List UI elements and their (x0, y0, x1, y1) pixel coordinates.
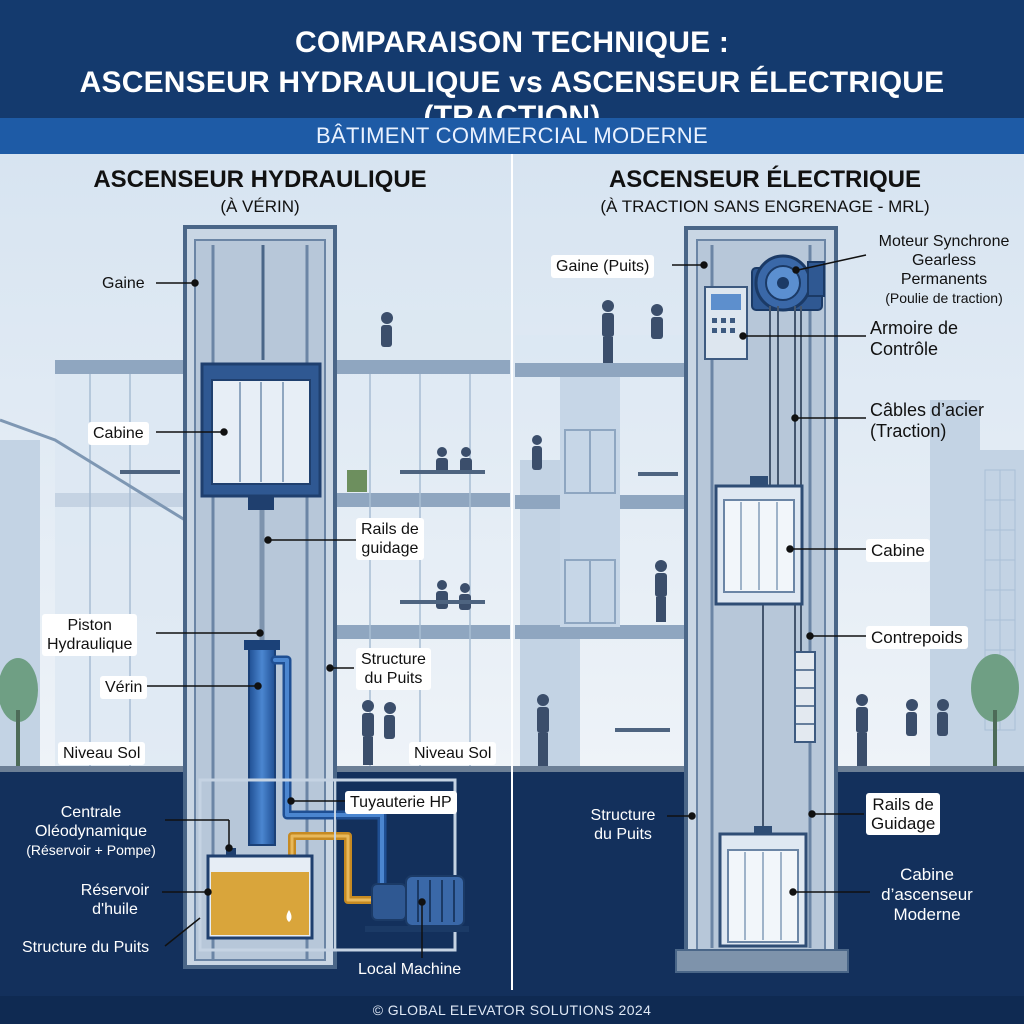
structure-right-line-2: du Puits (594, 826, 652, 843)
high-pressure-pipe (270, 655, 387, 904)
label-niveau-sol-left: Niveau Sol (58, 742, 146, 765)
centrale-line-2: Oléodynamique (34, 823, 148, 840)
cables-line-2: (Traction) (870, 421, 947, 441)
cables-line-1: Câbles d’acier (870, 400, 985, 420)
comparison-diagram (0, 154, 1024, 996)
structure-line-1: Structure (361, 651, 426, 668)
title-line-1: COMPARAISON TECHNIQUE : (294, 26, 730, 59)
reservoir-line-2: d'huile (92, 901, 138, 918)
traction-panel-heading: ASCENSEUR ÉLECTRIQUE (À TRACTION SANS EN… (545, 166, 985, 217)
armoire-line-2: Contrôle (870, 339, 939, 359)
moteur-line-1: Moteur Synchrone (878, 233, 1010, 250)
label-rails-guidage-right: Rails de Guidage (866, 793, 941, 835)
hydraulic-jack (248, 644, 276, 846)
label-local-machine: Local Machine (358, 961, 462, 978)
label-cabine-traction: Cabine (866, 539, 930, 562)
rails-line-2: guidage (361, 540, 419, 557)
label-rails-guidage: Rails de guidage (356, 518, 424, 560)
label-gaine: Gaine (102, 275, 145, 292)
label-gaine-puits: Gaine (Puits) (551, 255, 655, 278)
subtitle-banner: BÂTIMENT COMMERCIAL MODERNE (0, 118, 1024, 154)
people-silhouettes (362, 300, 949, 766)
hydraulic-subtitle: (À VÉRIN) (220, 197, 300, 216)
label-reservoir-huile: Réservoir d'huile (70, 881, 160, 919)
moteur-line-2: Gearless (911, 252, 977, 269)
label-structure-puits-upper: Structure du Puits (356, 648, 431, 690)
label-verin: Vérin (100, 676, 148, 699)
city-skyline (0, 400, 1024, 770)
hydraulic-piston (244, 510, 280, 846)
traction-subtitle: (À TRACTION SANS ENGRENAGE - MRL) (600, 197, 930, 216)
label-armoire-controle: Armoire de Contrôle (870, 318, 958, 360)
label-cabine: Cabine (88, 422, 149, 445)
right-leader-lines (667, 254, 870, 896)
piston-line-2: Hydraulique (47, 636, 133, 653)
label-moteur-synchrone: Moteur Synchrone Gearless Permanents (Po… (870, 232, 1018, 308)
control-cabinet (704, 286, 748, 360)
cabine-moderne-line-3: Moderne (893, 905, 961, 924)
label-cabine-moderne: Cabine d’ascenseur Moderne (872, 865, 982, 925)
gearless-motor (751, 254, 825, 312)
label-structure-du-puits-bottom: Structure du Puits (22, 939, 150, 956)
centrale-line-1: Centrale (60, 804, 122, 821)
footer-copyright: © GLOBAL ELEVATOR SOLUTIONS 2024 (0, 996, 1024, 1024)
header-banner: COMPARAISON TECHNIQUE : ASCENSEUR HYDRAU… (0, 0, 1024, 133)
reservoir-line-1: Réservoir (80, 882, 150, 899)
right-building-floors (515, 335, 690, 639)
cabine-moderne-line-1: Cabine (900, 865, 954, 884)
modern-elevator-cabin (718, 826, 808, 948)
label-structure-puits-right: Structure du Puits (578, 806, 668, 844)
moteur-line-4: (Poulie de traction) (885, 290, 1003, 306)
office-furniture (120, 470, 678, 732)
trees (0, 654, 1019, 768)
cabine-moderne-line-2: d’ascenseur (881, 885, 973, 904)
structure-right-line-1: Structure (590, 807, 656, 824)
structure-line-2: du Puits (364, 670, 423, 687)
traction-cabin (714, 476, 804, 606)
title-line-2: ASCENSEUR HYDRAULIQUE vs ASCENSEUR ÉLECT… (79, 66, 945, 133)
hydraulic-cabin (200, 362, 322, 510)
armoire-line-1: Armoire de (870, 318, 959, 338)
hydraulic-pump-motor (365, 875, 469, 932)
hydraulic-title: ASCENSEUR HYDRAULIQUE (93, 166, 427, 193)
moteur-line-3: Permanents (900, 271, 988, 288)
counterweight (794, 651, 816, 743)
traction-title: ASCENSEUR ÉLECTRIQUE (608, 166, 922, 193)
label-niveau-sol-right: Niveau Sol (409, 742, 497, 765)
rails-right-line-1: Rails de (872, 795, 934, 814)
label-contrepoids: Contrepoids (866, 626, 968, 649)
rails-right-line-2: Guidage (871, 814, 936, 833)
oil-reservoir (206, 848, 314, 940)
label-centrale-oleodynamique: Centrale Oléodynamique (Réservoir + Pomp… (20, 803, 162, 860)
machine-room (198, 778, 457, 952)
label-piston-hydraulique: Piston Hydraulique (42, 614, 138, 656)
centrale-line-3: (Réservoir + Pompe) (26, 842, 156, 858)
hydraulic-panel-heading: ASCENSEUR HYDRAULIQUE (À VÉRIN) (60, 166, 460, 217)
piston-line-1: Piston (67, 617, 112, 634)
left-leader-lines (145, 279, 426, 958)
left-building-floors (0, 310, 510, 768)
rails-line-1: Rails de (361, 521, 419, 538)
label-cables-acier: Câbles d’acier (Traction) (870, 400, 984, 442)
label-tuyauterie-hp: Tuyauterie HP (345, 791, 457, 814)
